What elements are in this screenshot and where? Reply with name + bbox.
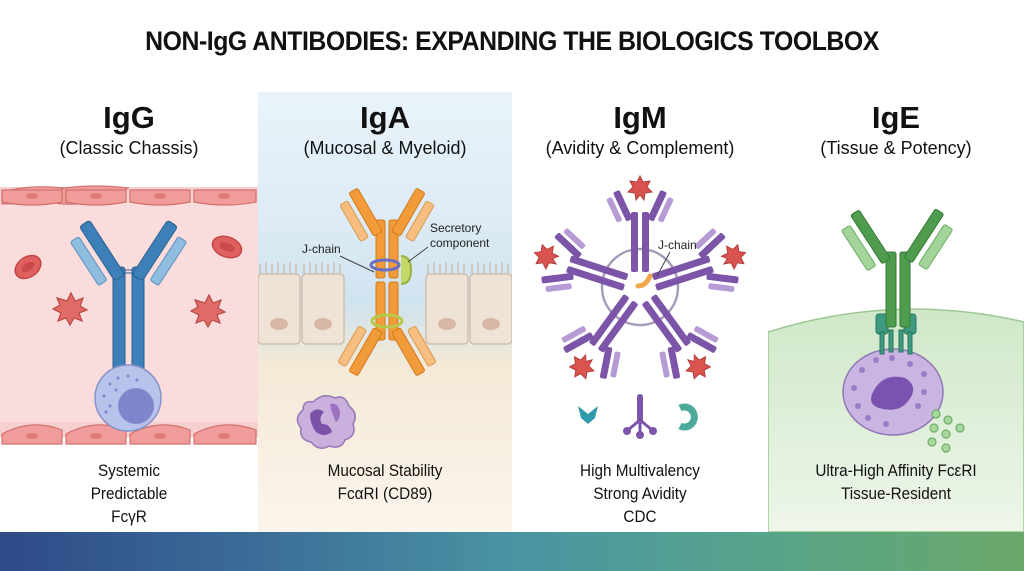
feature-list: Mucosal Stability FcαRI (CD89) [271, 459, 500, 505]
feature-list: High Multivalency Strong Avidity CDC [525, 459, 755, 528]
panel-header: IgA (Mucosal & Myeloid) [258, 92, 512, 159]
feature-item: Systemic [97, 461, 161, 480]
j-chain-icon [635, 273, 653, 289]
complement-c-shape-icon [678, 403, 698, 431]
secretory-label-1: Secretory [430, 221, 481, 235]
granule-release-icon [927, 409, 965, 453]
complement-c1q-icon [578, 406, 598, 424]
feature-list: Ultra-High Affinity FcεRI Tissue-Residen… [781, 459, 1011, 505]
antibody-name: IgE [871, 100, 921, 135]
secretory-component-icon [400, 255, 413, 285]
panel-igm: J-chain IgM (Avidity & Complement) High … [512, 92, 768, 532]
antibody-name: IgM [613, 100, 667, 135]
feature-item: FcγR [111, 507, 147, 526]
ige-antibody-icon [850, 208, 944, 328]
bottom-gradient-bar [0, 532, 1024, 571]
ige-illustration [768, 208, 1024, 532]
feature-item: Mucosal Stability [327, 461, 443, 480]
antibody-name: IgA [360, 100, 410, 135]
panel-header: IgG (Classic Chassis) [0, 92, 258, 159]
igm-ring-icon [600, 247, 680, 327]
antigen-icon [51, 291, 227, 329]
feature-item: High Multivalency [580, 461, 700, 480]
iga-illustration: J-chain Secretory component [258, 188, 512, 449]
igg-illustration [0, 185, 258, 445]
antibody-subtitle: (Classic Chassis) [59, 138, 199, 158]
antibody-subtitle: (Mucosal & Myeloid) [303, 138, 467, 158]
feature-item: Tissue-Resident [841, 484, 951, 503]
epithelial-cells-icon [258, 273, 512, 345]
complement-protein-icon [623, 394, 657, 439]
antibody-subtitle: (Tissue & Potency) [820, 138, 972, 158]
page-title: NON-IgG ANTIBODIES: EXPANDING THE BIOLOG… [145, 26, 879, 56]
igm-illustration: J-chain [533, 174, 747, 439]
secretory-label-2: component [430, 236, 490, 250]
antibody-subtitle: (Avidity & Complement) [545, 138, 735, 158]
j-chain-label: J-chain [302, 242, 341, 256]
feature-item: Strong Avidity [593, 484, 687, 503]
panel-iga: J-chain Secretory component IgA (Mucosal… [258, 92, 512, 532]
j-chain-icon [369, 258, 401, 272]
j-chain-label: J-chain [658, 238, 697, 252]
feature-item: CDC [623, 507, 657, 526]
feature-item: Predictable [90, 484, 168, 503]
panel-header: IgE (Tissue & Potency) [768, 92, 1024, 159]
antibody-name: IgG [103, 100, 155, 135]
feature-list: Systemic Predictable FcγR [13, 459, 245, 528]
mast-cell-icon [842, 348, 944, 436]
neutrophil-icon [296, 395, 356, 449]
igm-pentamer-icon [533, 174, 747, 380]
igg-antibody-icon [70, 220, 187, 398]
feature-item: Ultra-High Affinity FcεRI [815, 461, 977, 480]
panel-ige: IgE (Tissue & Potency) Ultra-High Affini… [768, 92, 1024, 532]
panel-igg: IgG (Classic Chassis) Systemic Predictab… [0, 92, 258, 532]
panel-header: IgM (Avidity & Complement) [512, 92, 768, 159]
iga-dimer-antibody-icon [349, 188, 425, 376]
feature-item: FcαRI (CD89) [337, 484, 433, 503]
